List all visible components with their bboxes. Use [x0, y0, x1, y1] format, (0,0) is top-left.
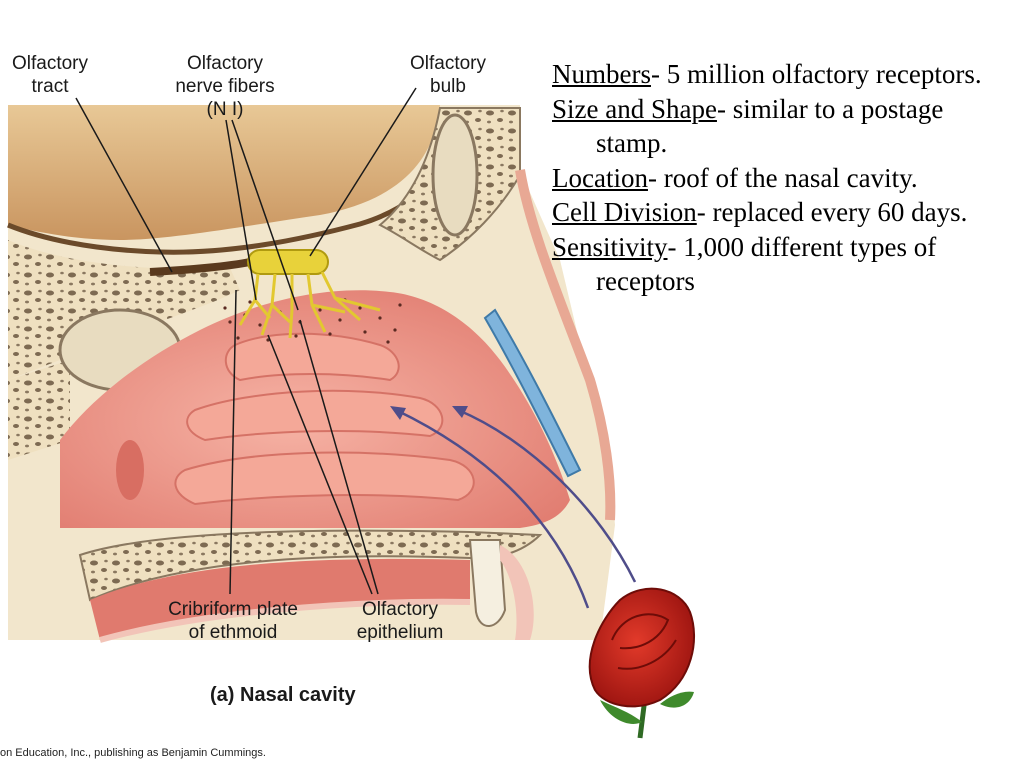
airflow-arrows — [390, 406, 637, 609]
nasal-cartilage — [483, 308, 582, 478]
fact-text: - replaced every 60 days. — [696, 197, 968, 227]
fact-item: Location- roof of the nasal cavity. — [552, 161, 982, 196]
fact-item: Numbers- 5 million olfactory receptors. — [552, 57, 982, 92]
sphenoid-bone — [8, 360, 70, 460]
fact-key: Cell Division — [552, 197, 697, 227]
fact-key: Sensitivity — [552, 231, 668, 262]
middle-concha — [186, 389, 444, 442]
label-olfactory-nerve-fibers: Olfactory nerve fibers (N I) — [175, 53, 275, 120]
leader-epithelium-1 — [267, 334, 373, 595]
rose-icon — [588, 587, 696, 739]
leader-lines — [75, 87, 417, 595]
inferior-concha — [174, 451, 475, 506]
nasal-mucosa — [60, 290, 570, 528]
fact-text: - roof of the nasal cavity. — [647, 162, 918, 193]
olfactory-facts-list: Numbers- 5 million olfactory receptors. … — [552, 57, 982, 299]
fact-item: Sensitivity- 1,000 different types of re… — [552, 230, 982, 299]
fact-item: Size and Shape- similar to a postage sta… — [552, 92, 982, 161]
leader-nerve-fibers-1 — [225, 119, 257, 301]
superior-concha — [224, 332, 400, 382]
leader-epithelium-2 — [299, 319, 379, 595]
fact-text: - similar to a postage stamp. — [596, 93, 944, 159]
hard-palate — [78, 529, 543, 643]
leader-olfactory-tract — [75, 97, 173, 273]
olfactory-tract-shape — [149, 258, 251, 276]
leader-nerve-fibers-2 — [231, 119, 299, 311]
olfactory-bulb-shape — [247, 249, 329, 275]
copyright-credit: on Education, Inc., publishing as Benjam… — [0, 747, 266, 759]
fact-key: Size and Shape — [552, 93, 717, 124]
label-olfactory-epithelium: Olfactory epithelium — [356, 599, 444, 643]
fact-key: Location — [552, 162, 648, 193]
label-olfactory-tract: Olfactory tract — [11, 53, 89, 97]
brain-tissue — [8, 105, 440, 240]
label-cribriform-plate: Cribriform plate of ethmoid — [168, 599, 298, 643]
leader-cribriform — [229, 289, 237, 595]
fact-text: - 5 million olfactory receptors. — [650, 59, 982, 89]
label-olfactory-bulb: Olfactory bulb — [409, 53, 487, 97]
fact-key: Numbers — [552, 59, 651, 89]
fact-item: Cell Division- replaced every 60 days. — [552, 195, 982, 230]
figure-caption: (a) Nasal cavity — [210, 684, 356, 706]
fact-text: - 1,000 different types of receptors — [596, 231, 937, 297]
leader-bulb — [309, 87, 417, 257]
olfactory-nerve-structures — [149, 249, 381, 339]
teeth — [468, 539, 507, 627]
